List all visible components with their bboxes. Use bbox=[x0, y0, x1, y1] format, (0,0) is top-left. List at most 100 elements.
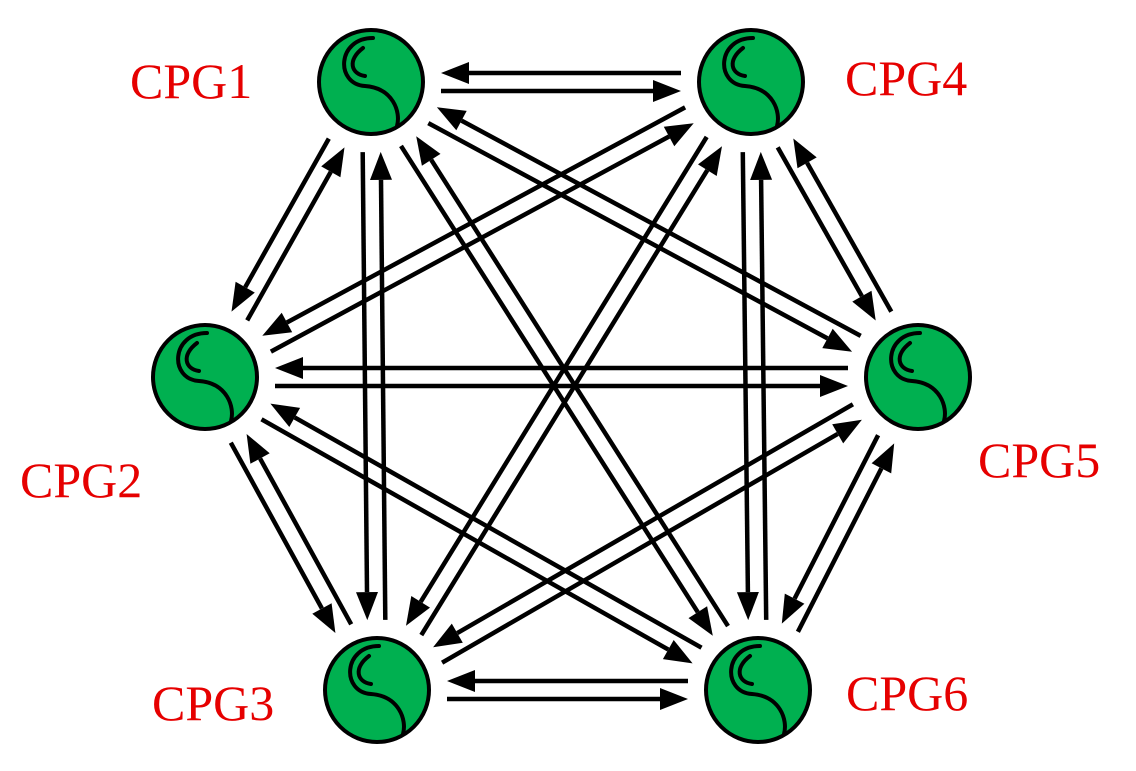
cpg-node-3 bbox=[323, 636, 431, 744]
arrow-n3-to-n2 bbox=[246, 434, 354, 626]
node-label-cpg3: CPG3 bbox=[152, 675, 274, 731]
arrow-shaft bbox=[243, 137, 331, 289]
node-label-cpg4: CPG4 bbox=[845, 50, 967, 106]
yin-yang-inner-curve-icon bbox=[350, 46, 367, 78]
arrow-shaft bbox=[399, 144, 700, 614]
arrow-shaft bbox=[258, 457, 354, 626]
arrow-head bbox=[852, 290, 876, 321]
node-circle bbox=[697, 28, 805, 136]
arrow-head bbox=[750, 151, 773, 180]
cpg-node-1 bbox=[317, 28, 425, 136]
arrow-shaft bbox=[792, 434, 881, 600]
arrow-head bbox=[793, 138, 817, 169]
arrow-n2-to-n6 bbox=[260, 417, 693, 664]
arrow-n1-to-n2 bbox=[231, 137, 331, 312]
arrow-head bbox=[820, 375, 848, 397]
arrow-shaft bbox=[285, 105, 687, 325]
cpg-node-2 bbox=[151, 323, 259, 431]
arrow-head bbox=[416, 136, 441, 166]
node-label-cpg2: CPG2 bbox=[20, 452, 142, 508]
arrow-shaft bbox=[260, 417, 670, 652]
arrow-head bbox=[832, 419, 862, 444]
arrow-shaft bbox=[440, 431, 839, 665]
arrow-n4-to-n5 bbox=[775, 146, 876, 321]
arrow-shaft bbox=[427, 121, 829, 341]
arrow-head bbox=[660, 688, 688, 710]
arrow-shaft bbox=[456, 402, 855, 636]
yin-yang-s-curve-icon bbox=[348, 644, 406, 736]
nodes-layer bbox=[151, 28, 972, 744]
cpg-node-6 bbox=[704, 636, 812, 744]
arrow-head bbox=[433, 623, 463, 648]
arrow-shaft bbox=[775, 146, 864, 298]
arrow-n1-to-n6 bbox=[399, 144, 713, 636]
arrow-head bbox=[406, 596, 430, 626]
arrow-shaft bbox=[293, 415, 703, 650]
node-circle bbox=[317, 28, 425, 136]
arrow-n4-to-n2 bbox=[262, 105, 687, 336]
arrow-head bbox=[822, 328, 853, 352]
arrow-head bbox=[275, 357, 303, 379]
yin-yang-s-curve-icon bbox=[729, 644, 787, 736]
arrow-n1-to-n3 bbox=[356, 152, 378, 621]
arrow-n6-to-n5 bbox=[795, 443, 895, 633]
yin-yang-inner-curve-icon bbox=[737, 654, 754, 686]
arrow-n6-to-n2 bbox=[270, 403, 703, 650]
cpg-node-5 bbox=[864, 323, 972, 431]
yin-yang-s-curve-icon bbox=[342, 36, 400, 128]
arrow-shaft bbox=[418, 135, 709, 603]
arrow-head bbox=[662, 640, 693, 664]
arrow-n3-to-n4 bbox=[419, 146, 722, 637]
yin-yang-inner-curve-icon bbox=[184, 341, 201, 373]
arrow-n5-to-n1 bbox=[436, 107, 862, 338]
arrow-n2-to-n4 bbox=[269, 123, 694, 354]
arrow-head bbox=[653, 80, 681, 102]
node-circle bbox=[864, 323, 972, 431]
node-circle bbox=[323, 636, 431, 744]
arrow-n3-to-n6 bbox=[447, 688, 688, 710]
arrow-head bbox=[356, 592, 378, 621]
cpg-node-4 bbox=[697, 28, 805, 136]
arrow-head bbox=[663, 123, 694, 147]
arrow-shaft bbox=[360, 152, 370, 593]
arrow-head bbox=[698, 146, 722, 176]
arrow-head bbox=[871, 443, 895, 474]
arrow-head bbox=[441, 62, 469, 84]
yin-yang-inner-curve-icon bbox=[897, 341, 914, 373]
arrow-head bbox=[370, 151, 392, 180]
arrow-n5-to-n4 bbox=[793, 138, 894, 313]
arrow-head bbox=[436, 107, 467, 131]
arrow-n5-to-n2 bbox=[275, 357, 848, 379]
arrow-shaft bbox=[429, 158, 730, 628]
arrow-n6-to-n4 bbox=[750, 151, 773, 620]
arrow-n3-to-n1 bbox=[370, 151, 392, 620]
arrow-head bbox=[447, 670, 475, 692]
arrow-n5-to-n6 bbox=[781, 434, 881, 624]
node-label-cpg5: CPG5 bbox=[978, 432, 1100, 488]
arrow-n4-to-n1 bbox=[441, 62, 681, 84]
arrow-shaft bbox=[419, 169, 710, 637]
arrow-shaft bbox=[269, 134, 671, 354]
arrow-n4-to-n3 bbox=[406, 135, 709, 626]
arrow-n1-to-n4 bbox=[441, 80, 681, 102]
arrow-head bbox=[246, 434, 270, 464]
arrow-shaft bbox=[758, 179, 769, 620]
arrow-head bbox=[736, 592, 759, 621]
arrow-shaft bbox=[805, 161, 894, 313]
arrow-n2-to-n1 bbox=[245, 147, 345, 322]
arrow-n1-to-n5 bbox=[427, 121, 853, 352]
edges-layer bbox=[228, 62, 895, 710]
arrow-n5-to-n3 bbox=[433, 402, 855, 648]
arrow-head bbox=[321, 147, 345, 178]
arrow-shaft bbox=[378, 179, 388, 620]
labels-layer: CPG1 CPG2 CPG3 CPG4 CPG5 CPG6 bbox=[20, 50, 1100, 731]
node-label-cpg1: CPG1 bbox=[130, 53, 252, 109]
yin-yang-s-curve-icon bbox=[722, 36, 780, 128]
arrow-shaft bbox=[740, 152, 751, 593]
arrow-shaft bbox=[795, 467, 884, 633]
arrow-head bbox=[688, 606, 713, 636]
node-circle bbox=[704, 636, 812, 744]
arrow-n4-to-n6 bbox=[736, 152, 759, 621]
